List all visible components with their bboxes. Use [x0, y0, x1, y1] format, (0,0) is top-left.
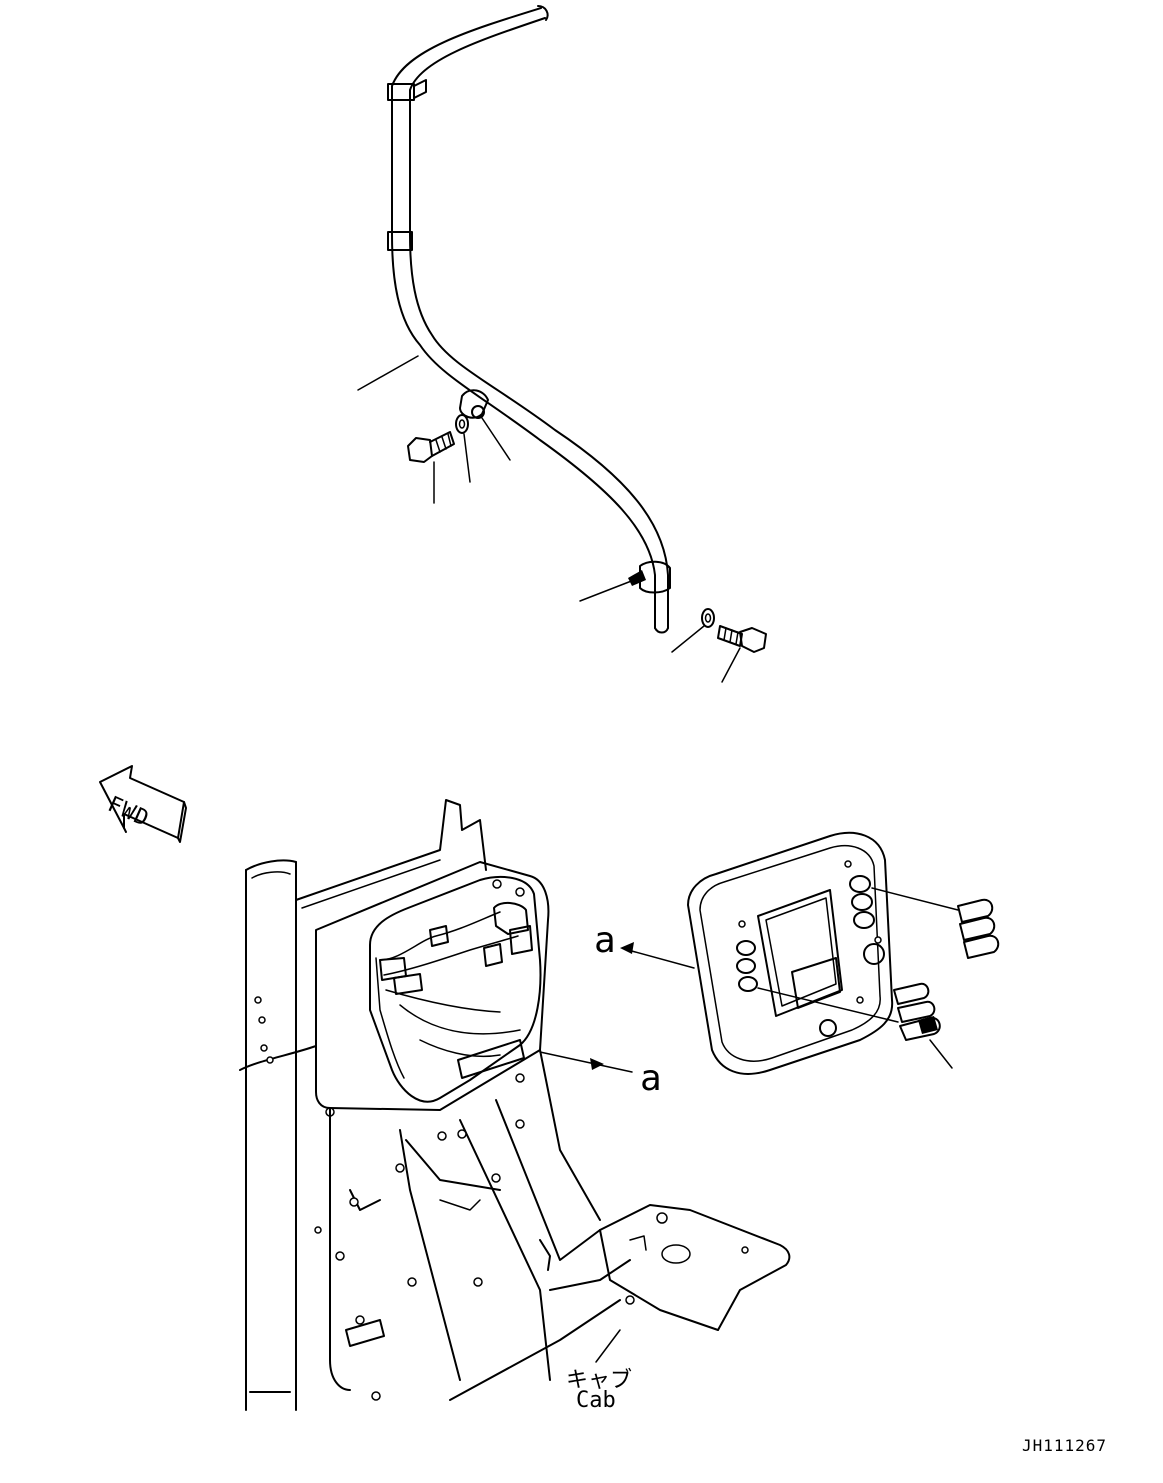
- fwd-arrow-icon: [99, 765, 187, 843]
- cab-label-japanese: キャブ: [566, 1368, 633, 1393]
- bolt-upper: [407, 431, 455, 463]
- view-label-lower: a: [640, 1058, 662, 1099]
- leader-lines-upper: [357, 355, 741, 683]
- knob-caps: [871, 887, 1000, 959]
- washer-lower: [701, 608, 715, 628]
- cab-leader: [595, 1329, 621, 1363]
- bolt-lower: [717, 625, 767, 653]
- washer-upper: [455, 414, 469, 434]
- hose-assembly: [387, 5, 671, 634]
- cab-frame: [239, 799, 791, 1411]
- view-arrow-upper: [620, 942, 695, 969]
- drawing-number: JH111267: [1022, 1436, 1108, 1455]
- switch-connectors: [757, 982, 953, 1069]
- cab-label-english: Cab: [576, 1388, 616, 1413]
- view-arrow-lower: [539, 1051, 633, 1073]
- view-label-upper: a: [594, 920, 616, 961]
- monitor-panel: [687, 831, 894, 1075]
